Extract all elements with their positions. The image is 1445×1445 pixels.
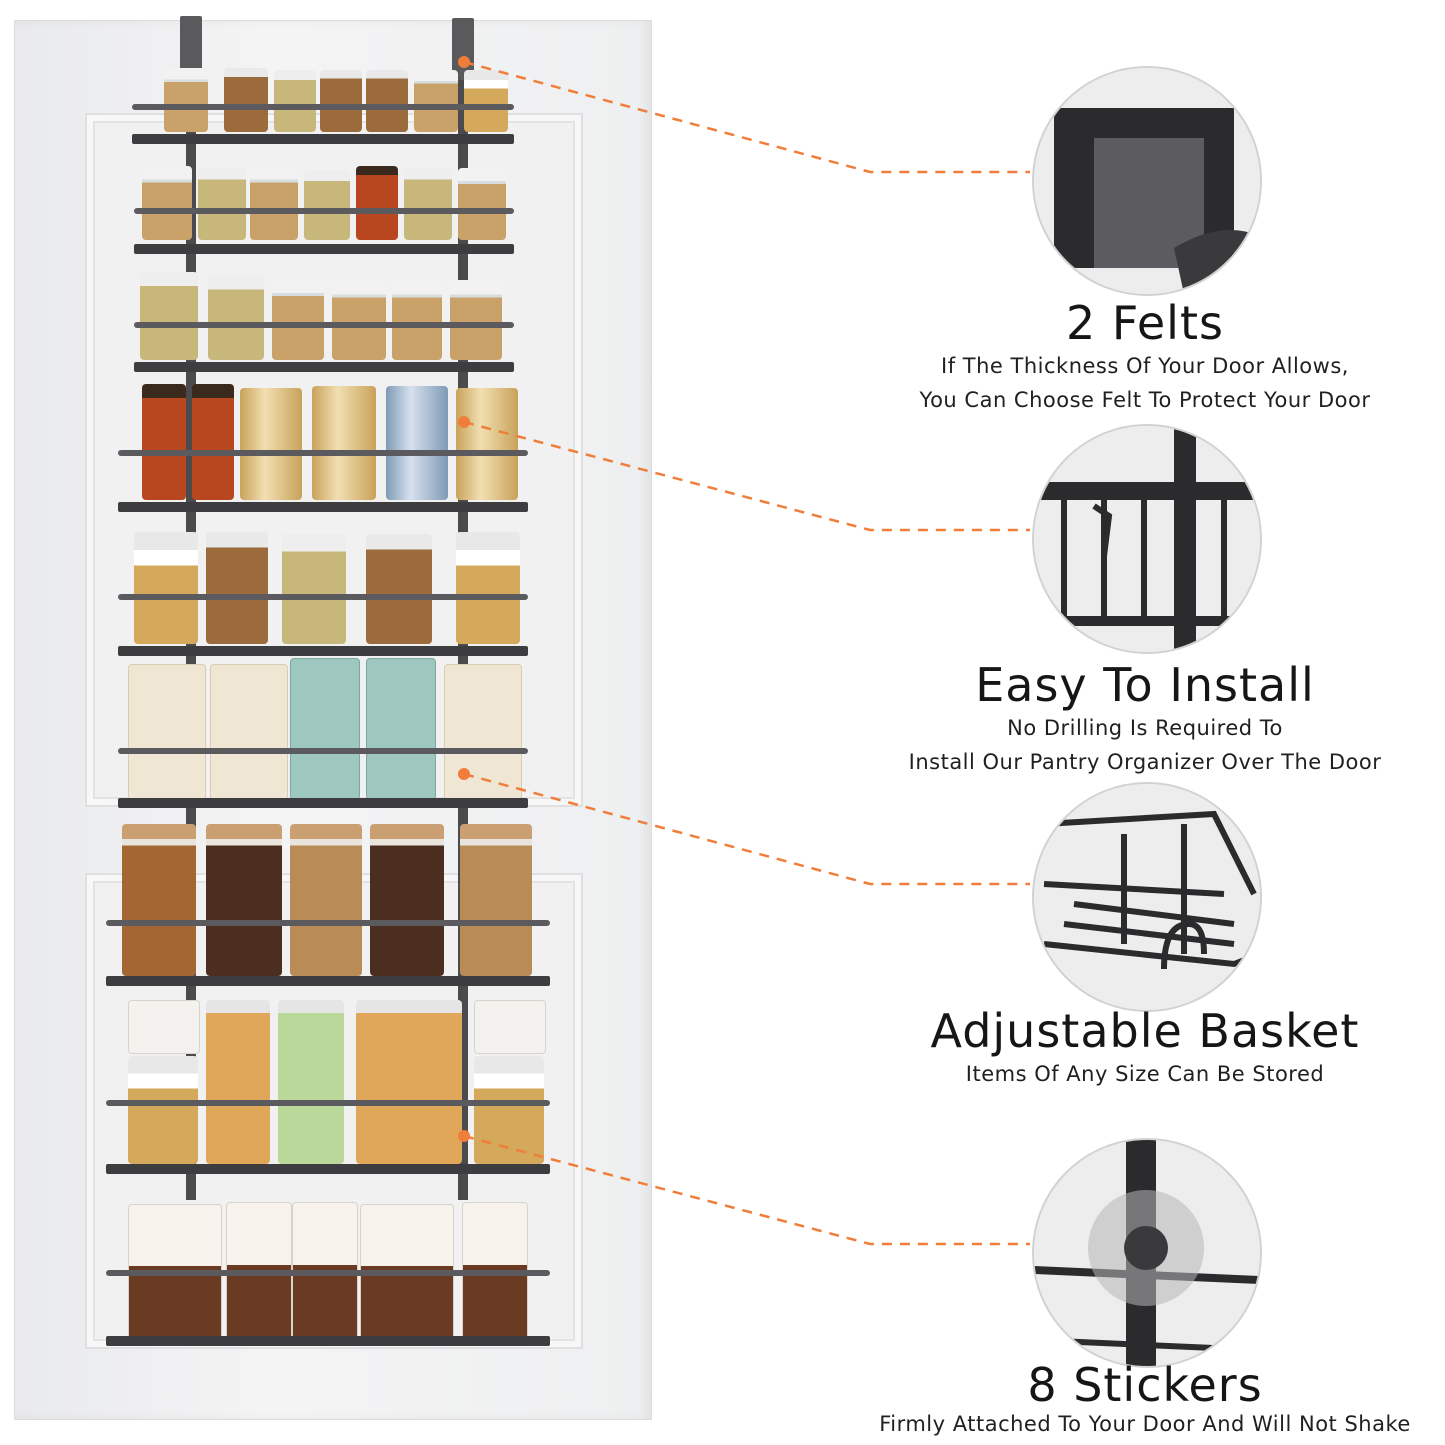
shelf-6 xyxy=(118,798,528,808)
snack-jar xyxy=(282,534,346,644)
feature-description-line: Install Our Pantry Organizer Over The Do… xyxy=(908,750,1382,774)
shelf-9 xyxy=(106,1336,550,1346)
spice-grinder xyxy=(356,166,398,240)
glass-jar xyxy=(208,276,264,360)
glass-jar xyxy=(272,278,324,360)
spice-jar xyxy=(464,70,508,132)
storage-container xyxy=(128,1056,198,1164)
snack-jar xyxy=(134,532,198,644)
callout-line-basket xyxy=(463,772,1030,886)
pasta-container xyxy=(356,1000,462,1164)
glass-jar xyxy=(392,280,442,360)
pasta-container xyxy=(206,1000,270,1164)
shelf-front-bar xyxy=(118,594,528,600)
shelf-front-bar xyxy=(106,1100,550,1106)
shelf-front-bar xyxy=(134,322,514,328)
glass-jar xyxy=(140,272,198,360)
cereal-box xyxy=(128,664,206,800)
nut-canister xyxy=(290,824,362,976)
basket-icon xyxy=(1034,784,1260,1010)
shelf-front-bar xyxy=(134,208,514,214)
callout-line-stickers xyxy=(463,1134,1030,1246)
spice-jar xyxy=(366,70,408,132)
snack-jar xyxy=(456,532,520,644)
shelf-7 xyxy=(106,976,550,986)
nut-canister xyxy=(122,824,196,976)
cereal-box xyxy=(366,658,436,800)
feature-title: 8 Stickers xyxy=(1027,1358,1263,1412)
spice-jar xyxy=(404,168,452,240)
spice-jar xyxy=(414,70,458,132)
nut-canister xyxy=(206,824,282,976)
snack-jar xyxy=(206,532,268,644)
sauce-bottle xyxy=(192,384,234,500)
storage-container xyxy=(474,1000,546,1054)
glass-jar xyxy=(450,280,502,360)
feature-description-line: You Can Choose Felt To Protect Your Door xyxy=(919,388,1371,412)
shelf-2 xyxy=(134,244,514,254)
callout-line-felts xyxy=(463,60,1030,174)
nut-canister xyxy=(460,824,532,976)
cereal-box xyxy=(290,658,360,800)
glass-jar xyxy=(332,280,386,360)
shelf-5 xyxy=(118,646,528,656)
cereal-box xyxy=(444,664,522,800)
callout-line-install xyxy=(463,420,1030,532)
spice-jar xyxy=(224,68,268,132)
snack-jar xyxy=(366,534,432,644)
sticker-detail-circle xyxy=(1032,1138,1262,1368)
spice-jar xyxy=(142,166,192,240)
feature-description-line: If The Thickness Of Your Door Allows, xyxy=(941,354,1349,378)
shelf-front-bar xyxy=(118,748,528,754)
feature-description-line: Firmly Attached To Your Door And Will No… xyxy=(879,1412,1411,1436)
flour-canister xyxy=(240,388,302,500)
feature-title: Adjustable Basket xyxy=(930,1004,1360,1058)
spice-jar xyxy=(320,70,362,132)
shelf-8 xyxy=(106,1164,550,1174)
feature-description-line: Items Of Any Size Can Be Stored xyxy=(965,1062,1325,1086)
shelf-front-bar xyxy=(106,920,550,926)
felt-hook-icon xyxy=(1034,68,1260,294)
shelf-3 xyxy=(134,362,514,372)
over-door-hook-icon xyxy=(1034,426,1260,652)
shelf-front-bar xyxy=(118,450,528,456)
pasta-container xyxy=(278,1000,344,1164)
spice-jar xyxy=(164,68,208,132)
feature-description-line: No Drilling Is Required To xyxy=(1007,716,1283,740)
felt-hook-detail-circle xyxy=(1032,66,1262,296)
feature-title: Easy To Install xyxy=(975,658,1315,712)
flour-canister xyxy=(456,388,518,500)
nut-canister xyxy=(370,824,444,976)
spice-jar xyxy=(274,70,316,132)
storage-container xyxy=(128,1000,200,1054)
cereal-box xyxy=(210,664,288,800)
sticker-clip-icon xyxy=(1034,1140,1260,1366)
flour-canister xyxy=(386,386,448,500)
basket-detail-circle xyxy=(1032,782,1262,1012)
spice-jar xyxy=(198,168,246,240)
shelf-front-bar xyxy=(106,1270,550,1276)
spice-jar xyxy=(304,170,350,240)
flour-canister xyxy=(312,386,376,500)
spice-jar xyxy=(458,168,506,240)
shelf-4 xyxy=(118,502,528,512)
storage-container xyxy=(474,1056,544,1164)
shelf-front-bar xyxy=(132,104,514,110)
shelf-1 xyxy=(132,134,514,144)
spice-jar xyxy=(250,166,298,240)
feature-title: 2 Felts xyxy=(1066,296,1224,350)
over-door-hook-detail-circle xyxy=(1032,424,1262,654)
sauce-bottle xyxy=(142,384,186,500)
